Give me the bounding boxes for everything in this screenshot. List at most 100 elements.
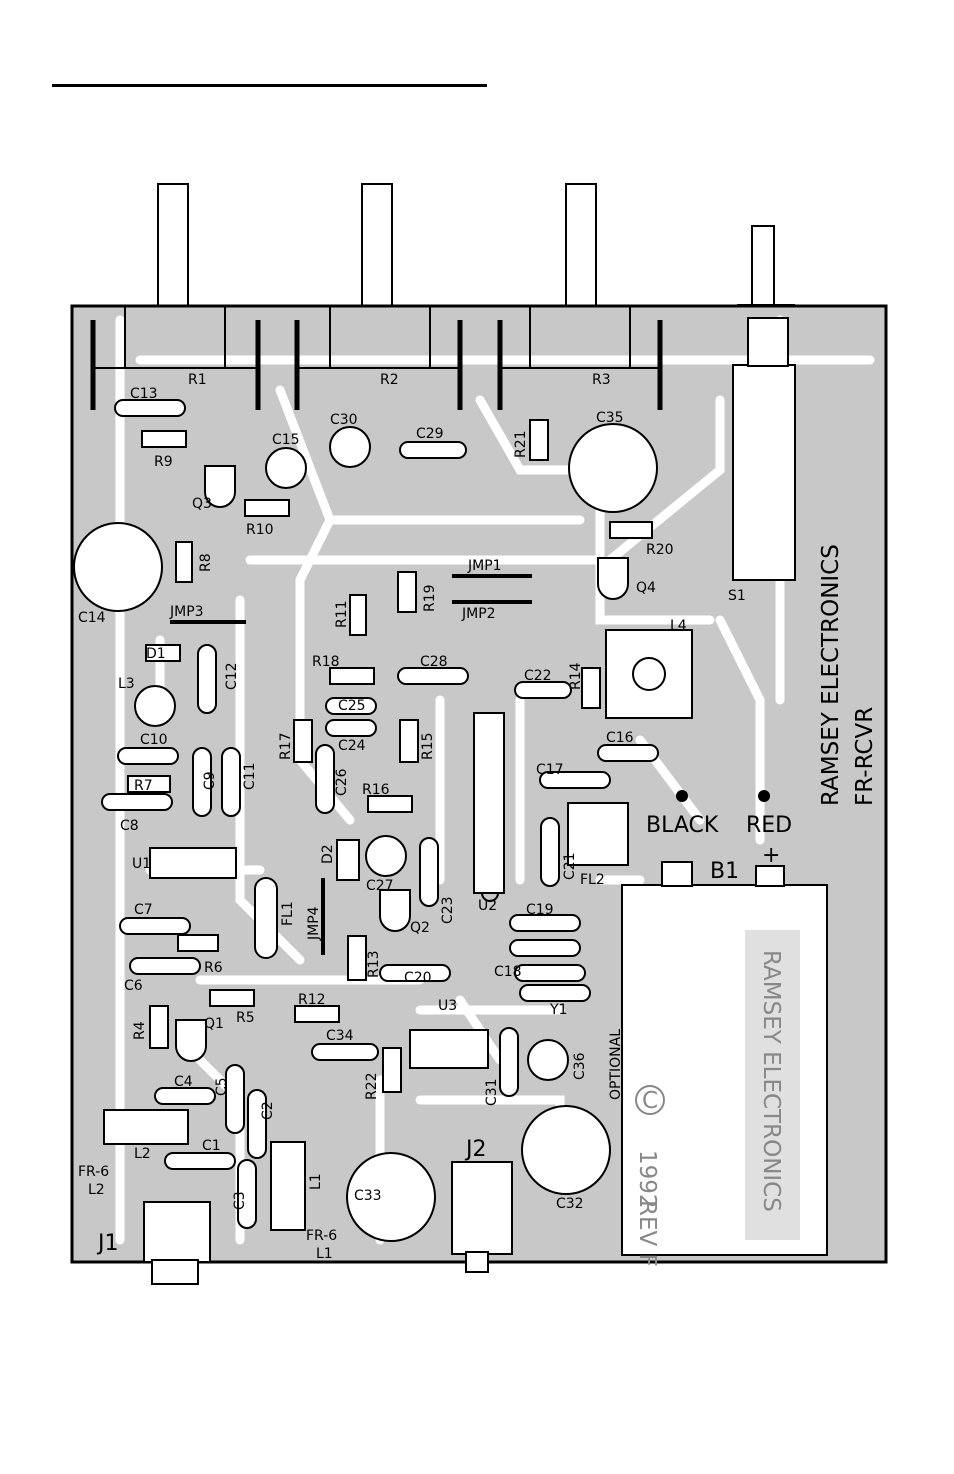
potentiometers xyxy=(90,305,663,410)
label-R17: R17 xyxy=(278,732,294,760)
label-JMP3: JMP3 xyxy=(169,604,204,620)
label-J1: J1 xyxy=(96,1231,119,1256)
label-C32: C32 xyxy=(556,1196,584,1212)
label-C30: C30 xyxy=(330,412,358,428)
label-S1: S1 xyxy=(728,588,746,604)
label-R1: R1 xyxy=(188,372,207,388)
label-C2: C2 xyxy=(260,1101,276,1120)
label-R11: R11 xyxy=(334,600,350,628)
brand-model: FR-RCVR xyxy=(852,707,878,806)
label-C21: C21 xyxy=(562,852,578,880)
label-R21: R21 xyxy=(513,430,529,458)
label-R18: R18 xyxy=(312,654,340,670)
label-C26: C26 xyxy=(334,768,350,796)
label-C13: C13 xyxy=(130,386,158,402)
label-D1: D1 xyxy=(146,646,166,662)
battery-mirror-company: RAMSEY ELECTRONICS xyxy=(758,950,784,1212)
label-R12: R12 xyxy=(298,992,326,1008)
label-Q2: Q2 xyxy=(410,920,430,936)
label-red: RED xyxy=(746,813,792,838)
label-FL1: FL1 xyxy=(280,901,296,926)
label-C11: C11 xyxy=(242,762,258,790)
label-L3: L3 xyxy=(118,676,135,692)
label-Q1: Q1 xyxy=(204,1016,224,1032)
label-C3: C3 xyxy=(232,1191,248,1210)
label-C19: C19 xyxy=(526,902,554,918)
label-U2: U2 xyxy=(478,898,497,914)
label-JMP1: JMP1 xyxy=(467,558,502,574)
label-C12: C12 xyxy=(224,662,240,690)
label-R20: R20 xyxy=(646,542,674,558)
label-C6: C6 xyxy=(124,978,143,994)
ics-and-misc xyxy=(103,629,693,1285)
label-L4: L4 xyxy=(670,618,687,634)
label-J2: J2 xyxy=(464,1137,487,1162)
label-R5: R5 xyxy=(236,1010,255,1026)
label-C1: C1 xyxy=(202,1138,221,1154)
pot-shafts xyxy=(157,183,795,316)
label-C17: C17 xyxy=(536,762,564,778)
label-R14: R14 xyxy=(568,662,584,690)
jumpers xyxy=(170,574,532,955)
label-Q3: Q3 xyxy=(192,496,212,512)
label-R10: R10 xyxy=(246,522,274,538)
battery-c-mark: C xyxy=(642,1088,658,1114)
label-R4: R4 xyxy=(132,1021,148,1040)
header-rule xyxy=(52,84,487,87)
electrolytic-caps xyxy=(73,423,658,1242)
battery-mirror-rev: REV F xyxy=(634,1200,660,1267)
label-C18: C18 xyxy=(494,964,522,980)
label-C23: C23 xyxy=(440,896,456,924)
label-C25: C25 xyxy=(338,698,366,714)
label-C36: C36 xyxy=(572,1052,588,1080)
label-C8: C8 xyxy=(120,818,139,834)
label-C35: C35 xyxy=(596,410,624,426)
label-B1: B1 xyxy=(710,859,739,884)
label-R3: R3 xyxy=(592,372,611,388)
label-R22: R22 xyxy=(364,1072,380,1100)
battery-mirror-year: 1992 xyxy=(634,1150,660,1209)
label-C29: C29 xyxy=(416,426,444,442)
label-C34: C34 xyxy=(326,1028,354,1044)
label-C10: C10 xyxy=(140,732,168,748)
label-L1b: L1 xyxy=(316,1246,333,1262)
label-C27: C27 xyxy=(366,878,394,894)
label-FL2: FL2 xyxy=(580,872,605,888)
label-C24: C24 xyxy=(338,738,366,754)
switch-s1 xyxy=(732,317,796,581)
label-L1: L1 xyxy=(308,1173,324,1190)
label-U3: U3 xyxy=(438,998,457,1014)
label-plus: + xyxy=(762,843,780,868)
label-JMP2: JMP2 xyxy=(461,606,496,622)
label-L2: L2 xyxy=(134,1146,151,1162)
label-JMP4: JMP4 xyxy=(306,906,322,941)
label-C5: C5 xyxy=(214,1077,230,1096)
label-R2: R2 xyxy=(380,372,399,388)
battery-b1 xyxy=(621,790,828,1256)
label-R15: R15 xyxy=(420,732,436,760)
label-R19: R19 xyxy=(422,584,438,612)
label-C15: C15 xyxy=(272,432,300,448)
label-U1: U1 xyxy=(132,856,151,872)
label-C14: C14 xyxy=(78,610,106,626)
label-FR6-L2: FR-6 xyxy=(78,1164,109,1180)
ceramic-caps xyxy=(101,399,659,1229)
label-black: BLACK xyxy=(646,813,719,838)
label-FR6-L1: FR-6 xyxy=(306,1228,337,1244)
label-C7: C7 xyxy=(134,902,153,918)
label-C20: C20 xyxy=(404,970,432,986)
label-C33: C33 xyxy=(354,1188,382,1204)
label-C9: C9 xyxy=(202,771,218,790)
label-Y1: Y1 xyxy=(549,1002,567,1018)
resistors xyxy=(127,419,653,1093)
label-R9: R9 xyxy=(154,454,173,470)
component-labels: R1 R2 R3 C13 R9 C15 C30 C29 R21 C35 Q3 R… xyxy=(78,372,878,1267)
label-C16: C16 xyxy=(606,730,634,746)
label-R13: R13 xyxy=(366,950,382,978)
label-R6: R6 xyxy=(204,960,223,976)
label-D2: D2 xyxy=(320,844,336,864)
battery-optional: OPTIONAL xyxy=(608,1029,624,1100)
label-R8: R8 xyxy=(198,553,214,572)
label-R7: R7 xyxy=(134,778,153,794)
